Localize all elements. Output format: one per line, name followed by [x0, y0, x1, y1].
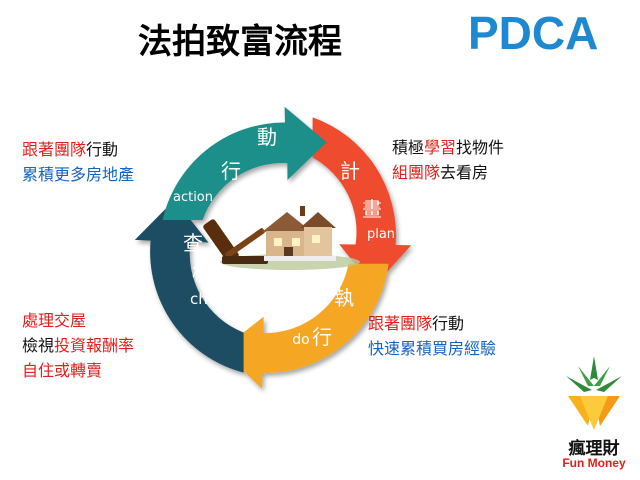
note-plan-b2: 去看房 [440, 163, 489, 182]
note-check: 處理交屋 檢視投資報酬率 自住或轉賣 [22, 308, 134, 383]
note-check-black: 檢視 [22, 336, 55, 355]
check-label-en: check [190, 290, 234, 308]
check-label-2: 核 [192, 261, 212, 285]
logo-english: Fun Money [562, 456, 626, 470]
note-action-black: 行動 [86, 140, 119, 159]
do-arrow-segment [221, 263, 389, 389]
note-action: 跟著團隊行動 累積更多房地產 [22, 137, 134, 187]
logo-name: 瘋理財 [568, 439, 620, 459]
action-label-en: action [173, 190, 213, 205]
pineapple-icon [566, 356, 622, 430]
note-action-red: 跟著團隊 [22, 140, 87, 159]
note-plan: 積極學習找物件 組團隊去看房 [392, 135, 504, 185]
pdca-heading: PDCA [468, 7, 599, 59]
note-plan-red2: 組團隊 [392, 163, 441, 182]
note-do-red: 跟著團隊 [368, 314, 433, 333]
do-label-1: 執 [334, 286, 354, 310]
check-arrow-segment [134, 199, 244, 373]
note-check-line1: 處理交屋 [22, 311, 87, 330]
plan-label-1: 計 [340, 159, 360, 183]
plan-arrow-segment [312, 117, 412, 288]
note-plan-a: 積極 [392, 138, 425, 157]
note-check-red: 投資報酬率 [54, 336, 135, 355]
note-plan-red: 學習 [424, 138, 457, 157]
check-label-1: 查 [183, 231, 203, 255]
page-title: 法拍致富流程 [138, 22, 342, 62]
note-action-line2: 累積更多房地產 [22, 165, 135, 184]
action-arrow-segment [162, 106, 327, 220]
plan-label-en: plan [367, 227, 395, 242]
do-label-2: 行 [312, 325, 332, 349]
note-check-line3: 自住或轉賣 [22, 361, 103, 380]
house-gavel-image [203, 206, 360, 270]
action-label-2: 行 [221, 159, 241, 183]
note-do-line2: 快速累積買房經驗 [368, 339, 497, 358]
action-label-1: 動 [257, 125, 277, 149]
note-do: 跟著團隊行動 快速累積買房經驗 [368, 311, 496, 361]
note-do-black: 行動 [432, 314, 465, 333]
note-plan-b: 找物件 [456, 138, 505, 157]
do-label-prefix: do [292, 332, 309, 348]
plan-label-2: 畫 [362, 197, 382, 221]
